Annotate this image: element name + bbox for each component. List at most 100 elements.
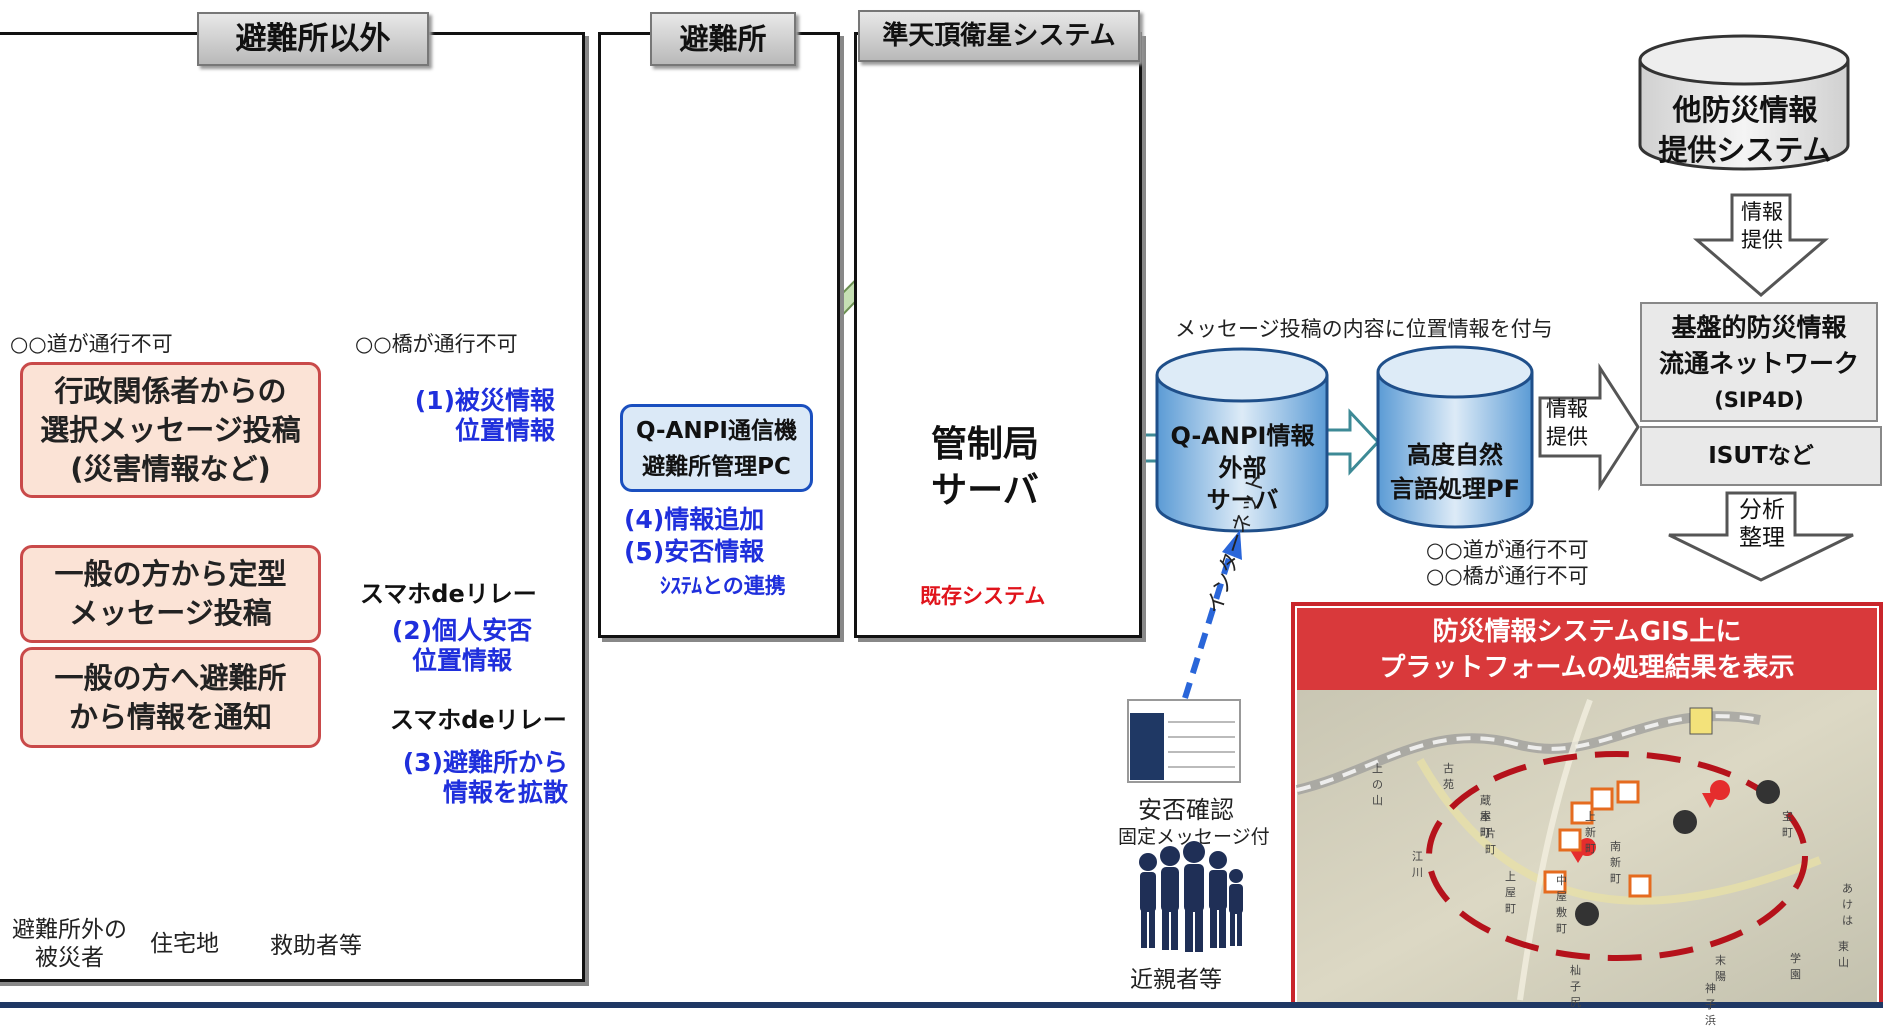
caption-bridge-closed: ○○橋が通行不可 — [355, 332, 518, 356]
map-pin-icon — [1702, 780, 1730, 808]
qanpi-server-label: Q-ANPI情報 外部 サーバ — [1160, 420, 1325, 516]
gis-header: 防災情報システムGIS上に プラットフォームの処理結果を表示 — [1297, 608, 1877, 690]
nlp-line-2: 言語処理PF — [1390, 475, 1520, 503]
control-server-line-2: サーバ — [931, 470, 1039, 511]
arrow-server-exchange-right — [1321, 408, 1381, 476]
gis-header-line-2: プラットフォームの処理結果を表示 — [1379, 653, 1795, 683]
relatives-label: 近親者等 — [1130, 967, 1222, 993]
nlp-cylinder — [1376, 345, 1534, 529]
sip4d-line-1: 基盤的防災情報 — [1671, 313, 1847, 342]
public-post-box: 一般の方から定型 メッセージ投稿 — [20, 545, 321, 643]
flow-3-line-1: (3)避難所から — [402, 748, 568, 777]
qanpi-server-line-2: 外部 — [1218, 454, 1267, 482]
device-box: Q-ANPI通信機 避難所管理PC — [620, 404, 813, 492]
qzss-panel — [854, 32, 1142, 638]
other-system-label: 他防災情報 提供システム — [1645, 90, 1845, 170]
map-label: 上屋町 — [1505, 870, 1516, 915]
map-label: あけは — [1842, 882, 1853, 927]
other-system-line-2: 提供システム — [1658, 133, 1832, 167]
map-label: 東山 — [1838, 940, 1849, 969]
analyze-line-1: 分析 — [1739, 497, 1785, 523]
flow-1-line-1: (1)被災情報 — [414, 386, 555, 415]
other-system-cylinder — [1638, 34, 1850, 171]
map-label: 宝町 — [1782, 810, 1793, 839]
existing-system-label: 既存システム — [920, 584, 1046, 608]
sip4d-line-2: 流通ネットワーク — [1658, 349, 1859, 378]
map-label: 古苑 — [1443, 762, 1454, 791]
map-label: 蔵屋町 — [1480, 794, 1491, 839]
analyze-line-2: 整理 — [1739, 525, 1785, 551]
map-label: 片町 — [1485, 827, 1496, 856]
map-label: 杣子尻 — [1570, 964, 1581, 1009]
public-notify-box: 一般の方へ避難所 から情報を通知 — [20, 647, 321, 748]
control-server-label: 管制局 サーバ — [890, 422, 1080, 514]
shelter-title: 避難所 — [650, 12, 796, 66]
info-provide-right-line-2: 提供 — [1546, 425, 1588, 449]
attach-location-caption: メッセージ投稿の内容に位置情報を付与 — [1175, 317, 1553, 341]
arrow-info-provide-down — [1692, 193, 1830, 297]
info-provide-down-line-1: 情報 — [1741, 200, 1783, 224]
relay-label-left: スマホdeリレー — [390, 706, 567, 734]
map-label: 上の山 — [1372, 762, 1383, 807]
info-provide-label-right: 情報 提供 — [1546, 395, 1588, 451]
map-label: 南新町 — [1610, 840, 1621, 885]
other-system-line-1: 他防災情報 — [1672, 93, 1818, 127]
gis-header-line-1: 防災情報システムGIS上に — [1432, 617, 1742, 647]
public-post-line-1: 一般の方から定型 — [54, 557, 287, 591]
analyze-label: 分析 整理 — [1733, 496, 1791, 552]
flow-2-label: (2)個人安否 位置情報 — [378, 616, 546, 676]
map-label: 中屋敷町 — [1556, 874, 1567, 935]
nlp-line-1: 高度自然 — [1407, 441, 1503, 469]
map-label: 末陽 — [1715, 954, 1726, 983]
arrow-info-provide-right — [1538, 362, 1640, 492]
rescuer-label: 救助者等 — [270, 933, 362, 959]
result-caption-road: ○○道が通行不可 — [1426, 538, 1589, 562]
result-caption-bridge: ○○橋が通行不可 — [1426, 564, 1589, 588]
non-shelter-title: 避難所以外 — [197, 12, 429, 66]
bottom-bar — [0, 1002, 1883, 1008]
flow-1-line-2: 位置情報 — [454, 416, 555, 445]
public-notify-line-2: から情報を通知 — [68, 699, 272, 734]
shelter-panel — [598, 32, 840, 638]
sip4d-line-3: (SIP4D) — [1714, 388, 1804, 412]
result-captions: ○○道が通行不可 ○○橋が通行不可 — [1426, 537, 1589, 589]
public-notify-line-1: 一般の方へ避難所 — [54, 660, 287, 695]
info-provide-right-line-1: 情報 — [1546, 397, 1588, 421]
flow-2-line-2: 位置情報 — [411, 646, 512, 675]
flow-5-label: (5)安否情報 — [624, 537, 765, 566]
house-label: 住宅地 — [150, 931, 219, 957]
sip4d-box: 基盤的防災情報 流通ネットワーク (SIP4D) — [1640, 302, 1878, 422]
qanpi-server-cylinder — [1155, 347, 1329, 533]
map-label: 本町 — [1480, 810, 1491, 839]
admin-message-line-2: 選択メッセージ投稿 — [40, 412, 301, 447]
victim-label-line-1: 避難所外の — [12, 917, 127, 943]
qanpi-server-line-3: サーバ — [1206, 486, 1279, 514]
admin-message-line-1: 行政関係者からの — [54, 373, 287, 408]
device-box-line-1: Q-ANPI通信機 — [636, 418, 797, 444]
public-post-line-2: メッセージ投稿 — [69, 596, 272, 630]
flow-5-sublabel: ｼｽﾃﾑとの連携 — [660, 574, 786, 598]
admin-message-box: 行政関係者からの 選択メッセージ投稿 (災害情報など) — [20, 362, 321, 498]
map-label: 神子浜 — [1705, 982, 1716, 1027]
map-label: 江川 — [1412, 850, 1423, 879]
control-server-line-1: 管制局 — [930, 424, 1039, 465]
caption-road-closed: ○○道が通行不可 — [10, 332, 173, 356]
arrow-internet — [1182, 530, 1242, 699]
relay-label-right: スマホdeリレー — [360, 580, 537, 608]
flow-1-label: (1)被災情報 位置情報 — [395, 386, 555, 446]
admin-message-line-3: (災害情報など) — [70, 451, 271, 486]
info-provide-down-line-2: 提供 — [1741, 228, 1783, 252]
victim-label-line-2: 被災者 — [35, 945, 104, 971]
victim-label: 避難所外の 被災者 — [2, 916, 137, 972]
flow-3-label: (3)避難所から 情報を拡散 — [385, 748, 568, 808]
qzss-title: 準天頂衛星システム — [858, 10, 1140, 62]
arrow-analyze-down — [1668, 491, 1854, 582]
safety-check-label: 安否確認 — [1138, 796, 1234, 824]
map-label: 学園 — [1790, 952, 1801, 981]
crowd-icon — [1139, 841, 1243, 952]
map-pin-icon — [1570, 838, 1596, 863]
qanpi-server-line-1: Q-ANPI情報 — [1170, 422, 1315, 450]
flow-4-label: (4)情報追加 — [624, 505, 765, 534]
flow-2-line-1: (2)個人安否 — [391, 616, 533, 645]
flow-3-line-2: 情報を拡散 — [442, 778, 568, 807]
